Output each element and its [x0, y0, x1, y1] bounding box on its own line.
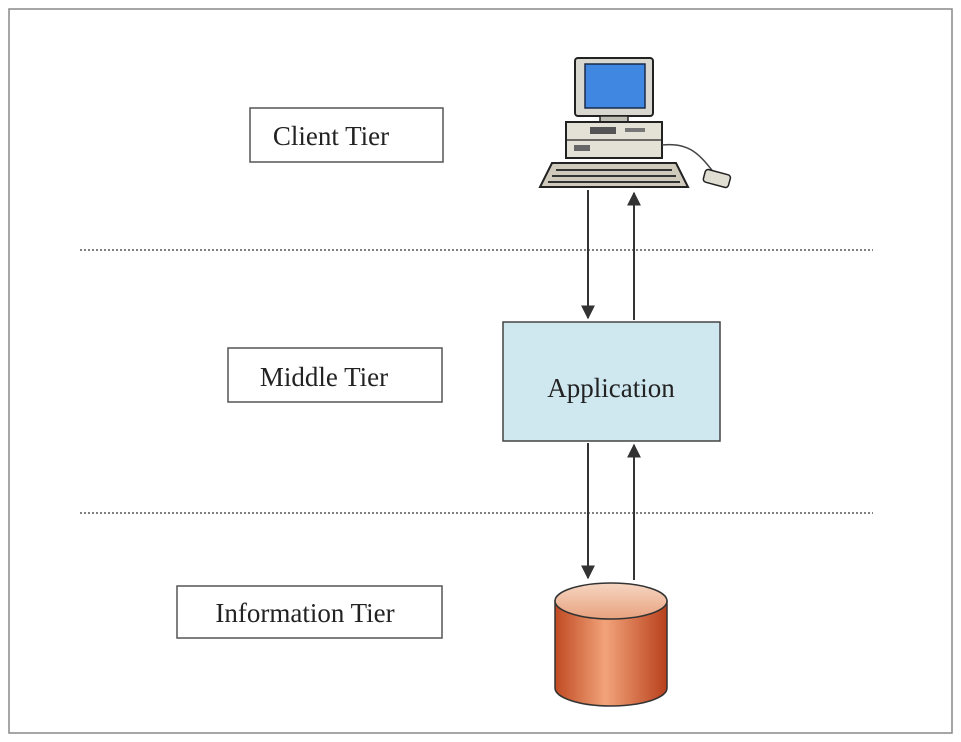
diagram-frame [8, 8, 953, 734]
application-label: Application [547, 373, 675, 403]
middle-tier-label-box: Middle Tier [227, 347, 443, 403]
client-tier-label-box: Client Tier [249, 107, 444, 163]
application-box: Application [502, 321, 721, 442]
database-cylinder-icon [554, 582, 668, 707]
information-tier-label: Information Tier [215, 598, 394, 628]
middle-tier-label: Middle Tier [260, 362, 388, 392]
client-tier-label: Client Tier [273, 121, 389, 151]
desktop-computer-icon [538, 57, 732, 189]
information-tier-label-box: Information Tier [176, 585, 443, 639]
